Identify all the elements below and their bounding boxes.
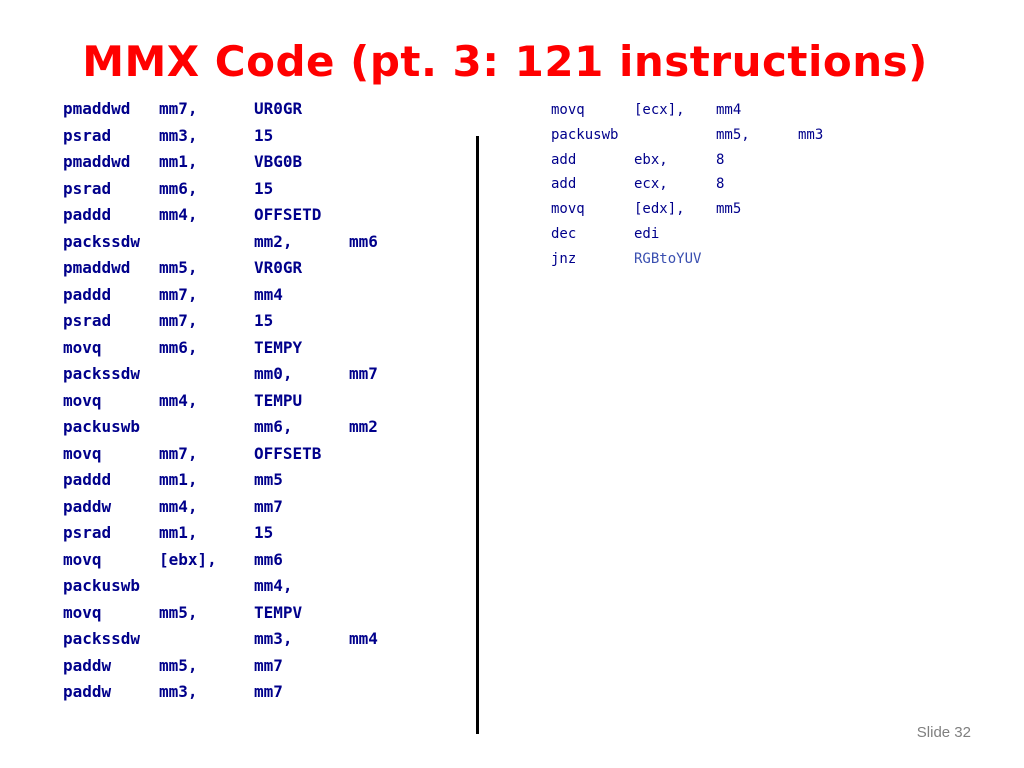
instruction-operand: mm7: [254, 496, 283, 516]
instruction-operand: mm3: [798, 126, 824, 143]
instruction-operand: mm7,: [159, 99, 198, 118]
instruction-operand: mm4: [254, 284, 283, 304]
instruction-operand: mm6,: [159, 178, 198, 198]
instruction-operand: mm5,: [716, 126, 750, 143]
instruction-mnemonic: dec: [551, 225, 577, 242]
instruction-operand: mm2: [349, 417, 378, 436]
instruction-operand: TEMPY: [254, 337, 303, 357]
instruction-mnemonic: movq: [63, 337, 102, 357]
instruction-operand: VBG0B: [254, 152, 303, 171]
instruction-operand: mm1,: [159, 523, 198, 542]
instruction-mnemonic: pmaddwd: [63, 99, 131, 118]
instruction-operand: VR0GR: [254, 258, 303, 277]
instruction-operand: mm4,: [159, 390, 198, 410]
instruction-mnemonic: psrad: [63, 311, 112, 330]
instruction-operand: mm7,: [159, 311, 198, 330]
instruction-mnemonic: paddd: [63, 470, 112, 489]
instruction-operand: mm4,: [254, 576, 293, 595]
instruction-operand: 15: [254, 523, 274, 542]
instruction-operand: ecx,: [634, 176, 668, 193]
instruction-operand: [ebx],: [159, 549, 217, 569]
instruction-operand: mm4,: [159, 205, 198, 224]
instruction-operand: mm4: [349, 629, 378, 648]
instruction-mnemonic: pmaddwd: [63, 152, 131, 171]
instruction-operand: 15: [254, 311, 274, 330]
instruction-operand: mm5,: [159, 258, 198, 277]
instruction-operand: UR0GR: [254, 99, 303, 118]
instruction-operand: mm7: [349, 364, 378, 383]
instruction-mnemonic: movq: [63, 443, 102, 463]
instruction-operand: 8: [716, 176, 725, 193]
instruction-operand: mm6: [254, 549, 283, 569]
instruction-mnemonic: movq: [63, 390, 102, 410]
instruction-operand: [ecx],: [634, 102, 685, 118]
instruction-operand: mm6,: [159, 337, 198, 357]
instruction-mnemonic: packuswb: [63, 417, 141, 436]
instruction-operand: mm3,: [254, 629, 293, 648]
instruction-operand: mm7,: [159, 443, 198, 463]
instruction-operand: ebx,: [634, 151, 668, 168]
instruction-mnemonic: psrad: [63, 178, 112, 198]
instruction-operand: mm4: [716, 102, 742, 118]
instruction-operand: mm5,: [159, 655, 198, 675]
instruction-mnemonic: paddd: [63, 284, 112, 304]
instruction-mnemonic: movq: [551, 201, 585, 218]
instruction-mnemonic: add: [551, 151, 577, 168]
instruction-operand: mm3,: [159, 682, 198, 701]
instruction-mnemonic: packssdw: [63, 629, 141, 648]
instruction-mnemonic: packssdw: [63, 231, 141, 251]
instruction-operand: mm4,: [159, 496, 198, 516]
instruction-operand: 15: [254, 125, 274, 145]
instruction-mnemonic: packssdw: [63, 364, 141, 383]
instruction-mnemonic: movq: [551, 102, 585, 118]
instruction-mnemonic: packuswb: [551, 126, 619, 143]
instruction-operand: [edx],: [634, 201, 685, 218]
instruction-operand: mm5: [716, 201, 742, 218]
instruction-mnemonic: pmaddwd: [63, 258, 131, 277]
slide-number: Slide 32: [916, 724, 971, 741]
instruction-operand: mm6: [349, 231, 378, 251]
instruction-mnemonic: paddd: [63, 205, 112, 224]
instruction-operand: mm1,: [159, 152, 198, 171]
instruction-operand: 8: [716, 151, 725, 168]
instruction-operand: 15: [254, 178, 274, 198]
instruction-operand: mm1,: [159, 470, 198, 489]
instruction-operand: OFFSETB: [254, 443, 322, 463]
instruction-operand: RGBtoYUV: [634, 250, 702, 267]
instruction-mnemonic: jnz: [551, 250, 577, 267]
instruction-operand: mm7: [254, 682, 283, 701]
instruction-operand: mm3,: [159, 125, 198, 145]
instruction-mnemonic: movq: [63, 549, 102, 569]
instruction-operand: mm2,: [254, 231, 293, 251]
instruction-mnemonic: packuswb: [63, 576, 141, 595]
instruction-mnemonic: add: [551, 176, 577, 193]
instruction-mnemonic: paddw: [63, 682, 112, 701]
instruction-operand: mm6,: [254, 417, 293, 436]
instruction-mnemonic: movq: [63, 602, 102, 622]
instruction-mnemonic: psrad: [63, 125, 112, 145]
instruction-operand: mm5,: [159, 602, 198, 622]
instruction-operand: mm7,: [159, 284, 198, 304]
instruction-mnemonic: paddw: [63, 655, 112, 675]
instruction-mnemonic: paddw: [63, 496, 112, 516]
instruction-operand: edi: [634, 225, 660, 242]
column-divider: [476, 136, 479, 734]
instruction-operand: mm7: [254, 655, 283, 675]
instruction-mnemonic: psrad: [63, 523, 112, 542]
instruction-operand: mm0,: [254, 364, 293, 383]
instruction-operand: TEMPV: [254, 602, 303, 622]
instruction-operand: TEMPU: [254, 390, 303, 410]
instruction-operand: OFFSETD: [254, 205, 322, 224]
slide-title: MMX Code (pt. 3: 121 instructions): [82, 37, 928, 86]
instruction-operand: mm5: [254, 470, 283, 489]
